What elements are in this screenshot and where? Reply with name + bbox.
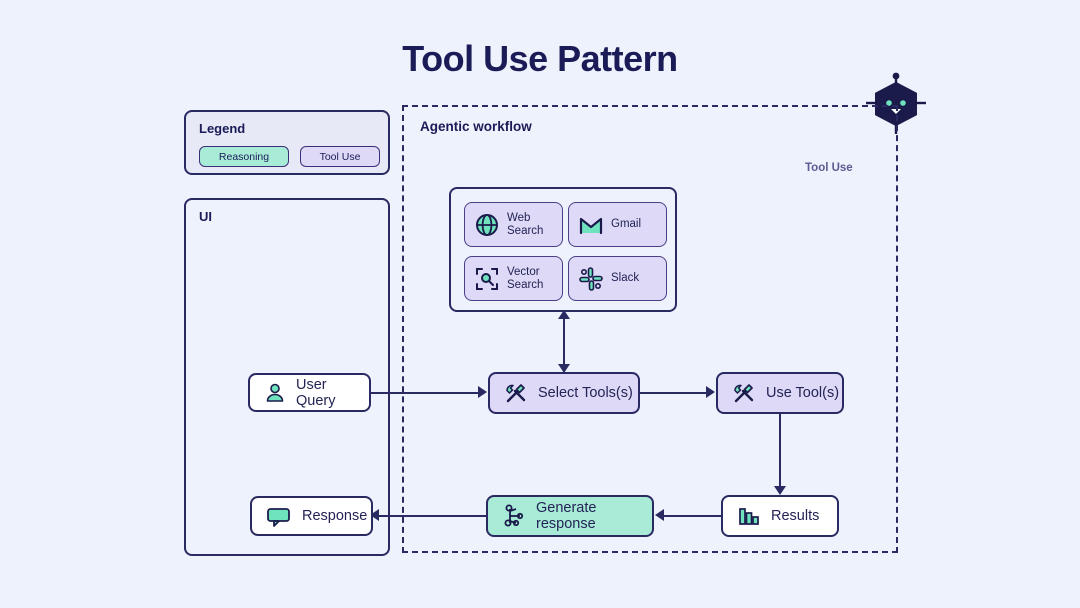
tool-label-slack: Slack — [611, 272, 640, 284]
page-title: Tool Use Pattern — [402, 38, 678, 79]
bot-logo-icon — [866, 72, 926, 134]
bar-chart-icon — [739, 508, 759, 525]
arrowhead-response-in — [370, 509, 379, 521]
legend-box: Legend Reasoning Tool Use — [184, 110, 390, 175]
arrowhead-tools-panel-in — [558, 310, 570, 319]
agentic-workflow-container — [402, 105, 898, 553]
connector-generate-response-to-response — [376, 515, 488, 517]
tool-label-gmail: Gmail — [611, 218, 642, 230]
node-label-results: Results — [771, 508, 820, 524]
tools-panel: Web Search Gmail Vector Search — [449, 187, 677, 312]
node-label-use-tools: Use Tool(s) — [766, 385, 840, 401]
node-label-generate-response: Generate response — [536, 500, 597, 532]
arrowhead-select-tools-top-in — [558, 364, 570, 373]
node-label-response: Response — [302, 508, 368, 524]
node-use-tools[interactable]: Use Tool(s) — [716, 372, 844, 414]
globe-icon — [476, 213, 498, 236]
legend-chip-reasoning: Reasoning — [199, 146, 289, 167]
agentic-workflow-label: Agentic workflow — [420, 119, 532, 134]
tool-use-side-label: Tool Use — [805, 162, 853, 174]
legend-title: Legend — [199, 121, 246, 136]
connector-user-query-to-select-tools — [371, 392, 481, 394]
legend-chip-tool-use: Tool Use — [300, 146, 380, 167]
connector-use-tools-to-results — [779, 414, 781, 489]
node-label-select-tools: Select Tools(s) — [538, 385, 633, 401]
tool-card-vector-search[interactable]: Vector Search — [464, 256, 563, 301]
slack-icon — [579, 266, 603, 291]
node-results[interactable]: Results — [721, 495, 839, 537]
speech-bubble-icon — [267, 508, 290, 527]
node-label-user-query: User Query — [296, 376, 336, 409]
gmail-icon — [579, 217, 603, 234]
vector-search-icon — [476, 267, 498, 290]
node-graph-icon — [504, 504, 524, 527]
arrowhead-select-tools-in — [478, 386, 487, 398]
connector-results-to-generate-response — [658, 515, 723, 517]
connector-tools-panel-select-tools — [563, 312, 565, 372]
tool-card-slack[interactable]: Slack — [568, 256, 667, 301]
user-icon — [266, 383, 284, 402]
tool-label-line1: Vector — [507, 265, 540, 278]
arrowhead-use-tools-in — [706, 386, 715, 398]
tools-icon — [506, 384, 526, 403]
bot-logo — [866, 72, 926, 134]
tool-label-line2: Search — [507, 224, 544, 237]
node-select-tools[interactable]: Select Tools(s) — [488, 372, 640, 414]
arrowhead-generate-response-in — [655, 509, 664, 521]
tool-label-web-search: Web Search — [507, 212, 543, 238]
connector-select-tools-to-use-tools — [640, 392, 710, 394]
tool-label-line1: Web — [507, 211, 531, 224]
node-user-query[interactable]: User Query — [248, 373, 371, 412]
tool-label-line2: Search — [507, 278, 544, 291]
tool-label-vector-search: Vector Search — [507, 266, 543, 292]
node-response[interactable]: Response — [250, 496, 373, 536]
node-generate-response[interactable]: Generate response — [486, 495, 654, 537]
tool-card-web-search[interactable]: Web Search — [464, 202, 563, 247]
tool-card-gmail[interactable]: Gmail — [568, 202, 667, 247]
tools-icon — [734, 384, 754, 403]
ui-panel-label: UI — [199, 209, 212, 224]
arrowhead-results-in — [774, 486, 786, 495]
